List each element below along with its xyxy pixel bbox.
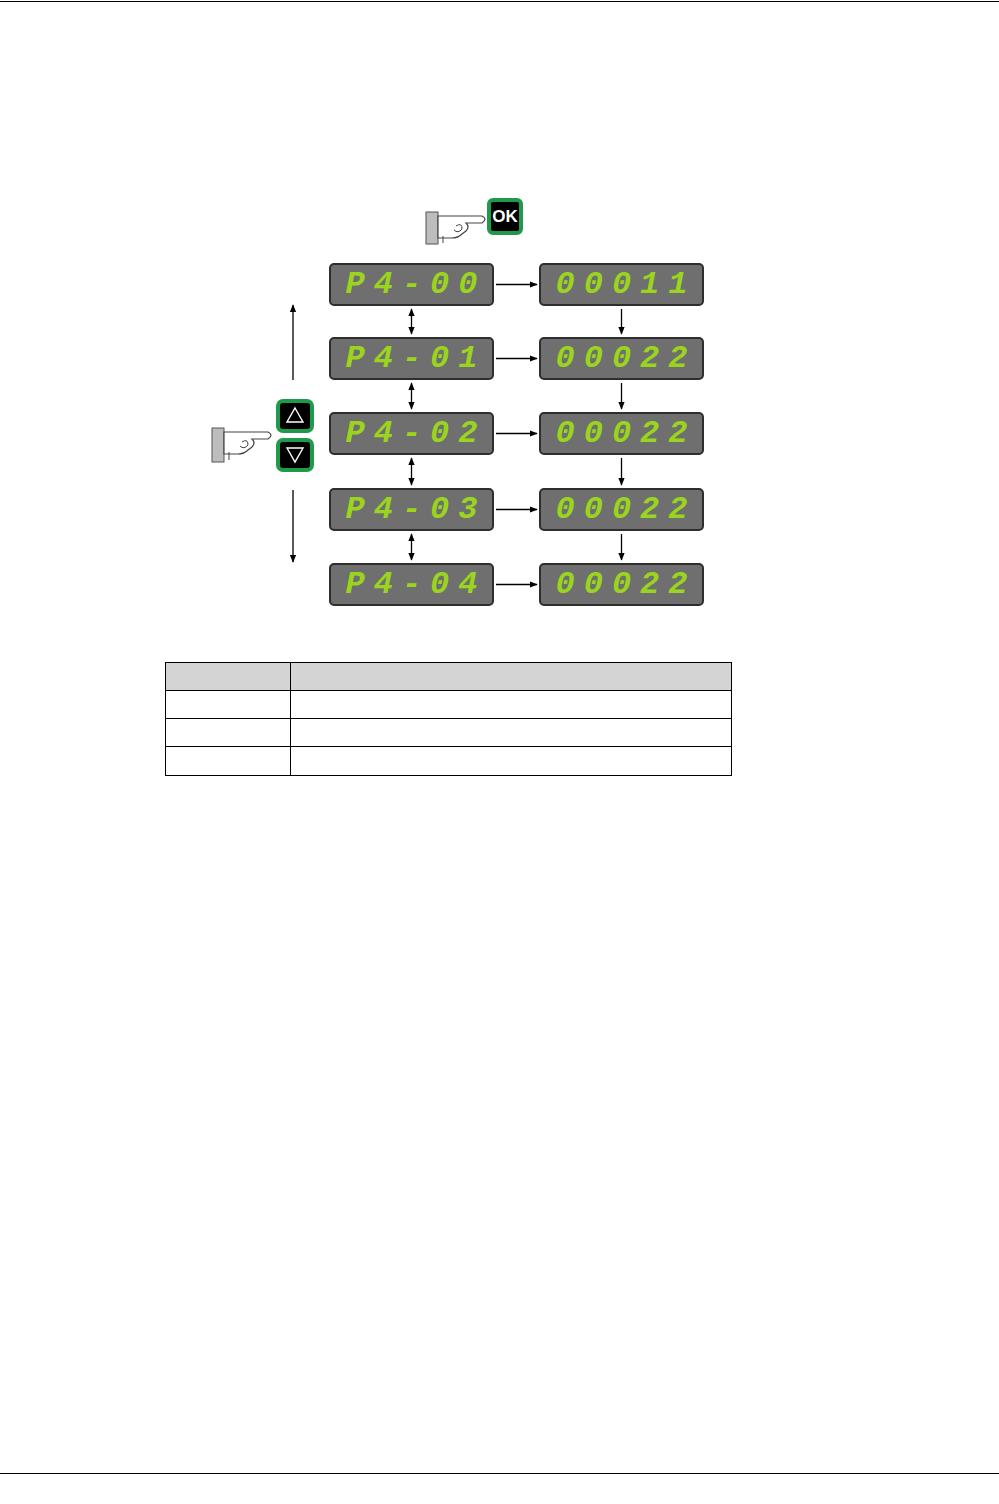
segment-display: P4-02: [329, 412, 494, 455]
display-value: 00011: [546, 266, 696, 303]
connector-arrow: [496, 433, 537, 434]
connector-arrow: [411, 383, 412, 409]
connector-arrow: [496, 584, 537, 585]
hand-icon: [212, 428, 271, 462]
connector-arrow: [496, 284, 537, 285]
display-value: 00022: [546, 491, 696, 528]
hand-icon: [426, 212, 485, 244]
connector-arrow: [496, 509, 537, 510]
display-value: 00022: [546, 415, 696, 452]
segment-display: 00022: [539, 488, 704, 531]
segment-display: 00022: [539, 412, 704, 455]
connector-arrow: [621, 309, 622, 334]
scroll-down-arrow: [292, 490, 293, 562]
connector-arrow: [621, 458, 622, 485]
connector-arrow: [621, 534, 622, 560]
page-rule: [0, 1, 999, 2]
display-value: P4-01: [336, 340, 486, 377]
empty-table: [166, 663, 732, 776]
segment-display: 00022: [539, 337, 704, 380]
segment-display: 00022: [539, 563, 704, 606]
connector-arrow: [411, 309, 412, 334]
segment-display: P4-01: [329, 337, 494, 380]
connector-arrow: [411, 458, 412, 485]
segment-display: P4-03: [329, 488, 494, 531]
display-value: 00022: [546, 340, 696, 377]
connector-arrow: [496, 358, 537, 359]
button-label: OK: [492, 207, 518, 227]
scroll-up-arrow: [292, 305, 293, 380]
up-button: [278, 401, 312, 431]
segment-display: 00011: [539, 263, 704, 306]
connector-arrow: [411, 534, 412, 560]
connector-arrow: [621, 383, 622, 409]
segment-display: P4-00: [329, 263, 494, 306]
page-rule: [0, 1473, 999, 1474]
display-value: P4-04: [336, 566, 486, 603]
segment-display: P4-04: [329, 563, 494, 606]
ok-button: OK: [487, 198, 523, 235]
display-value: 00022: [546, 566, 696, 603]
display-value: P4-03: [336, 491, 486, 528]
display-value: P4-02: [336, 415, 486, 452]
display-value: P4-00: [336, 266, 486, 303]
down-button: [278, 440, 312, 470]
